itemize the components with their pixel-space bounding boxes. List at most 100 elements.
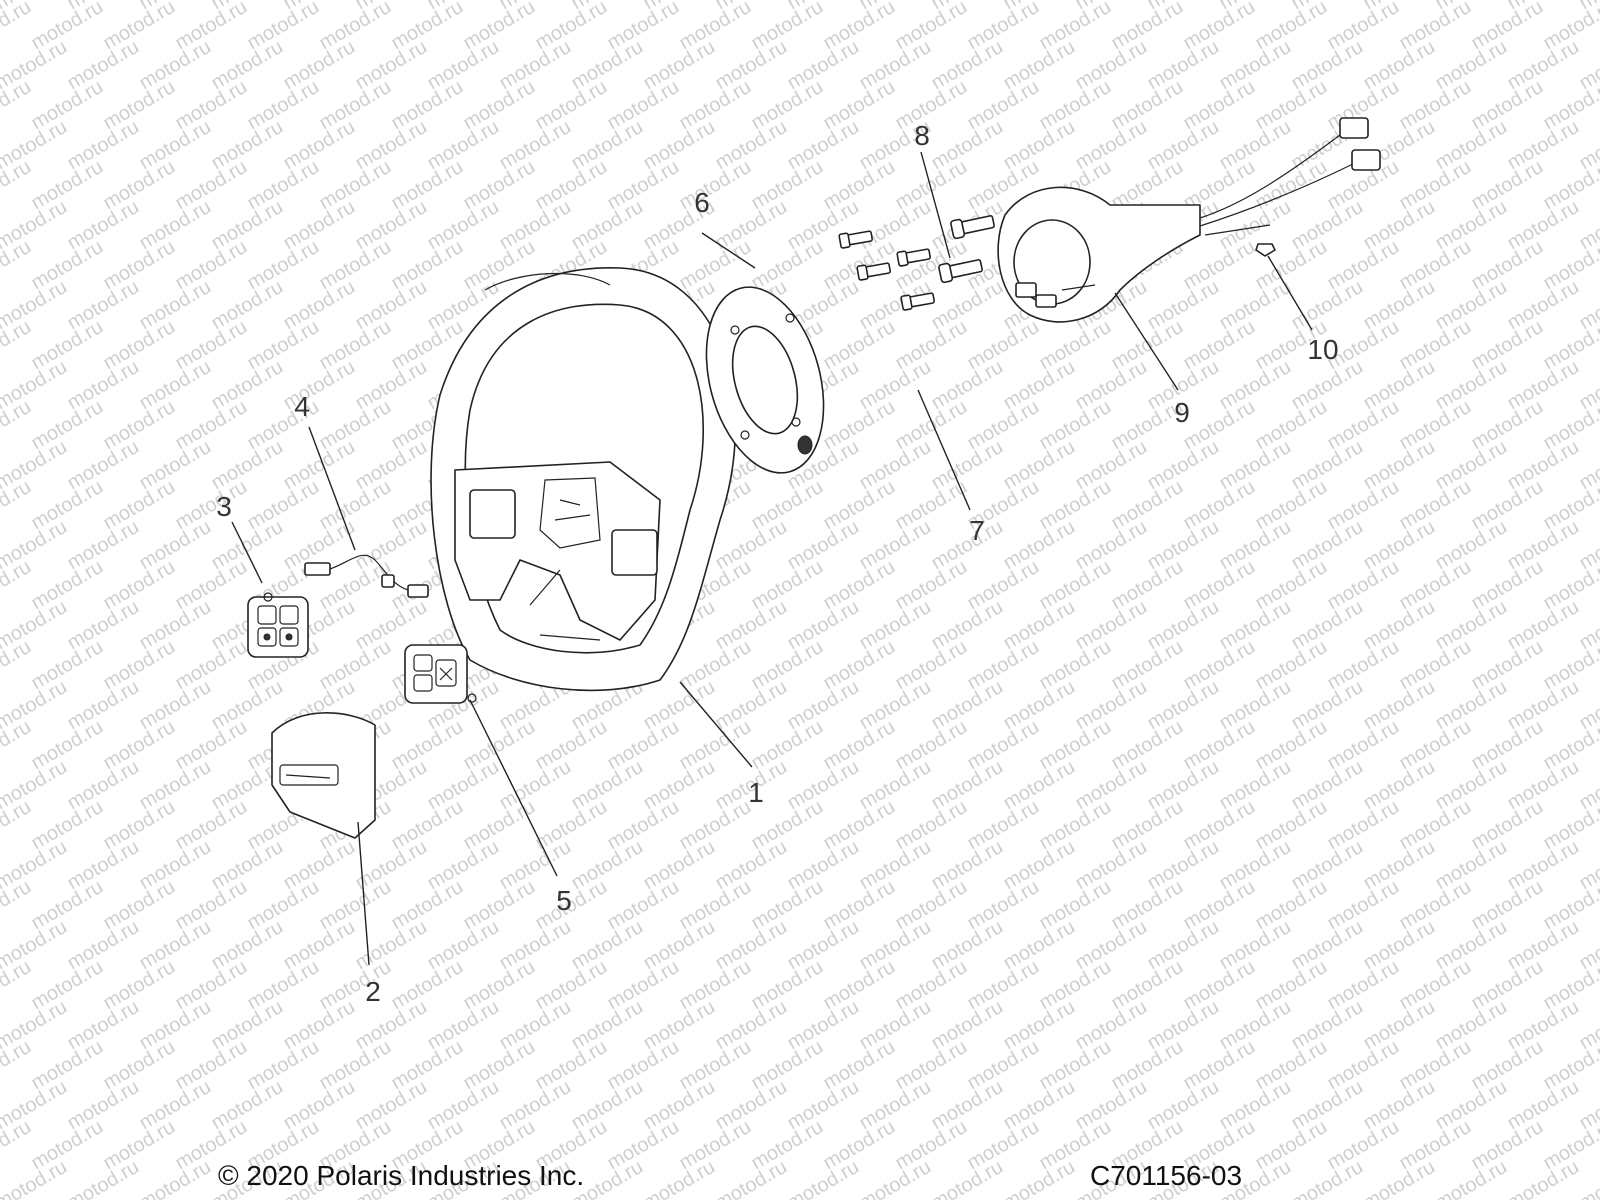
watermark-text: motod.ru (1504, 996, 1583, 1055)
watermark-text: motod.ru (1216, 676, 1295, 735)
watermark-text: motod.ru (1504, 196, 1583, 255)
watermark-text: motod.ru (1288, 916, 1367, 975)
watermark-text: motod.ru (964, 636, 1043, 695)
watermark-text: motod.ru (1180, 0, 1259, 54)
watermark-text: motod.ru (100, 316, 179, 375)
watermark-text: motod.ru (820, 0, 899, 54)
watermark-text: motod.ru (1288, 756, 1367, 815)
watermark-text: motod.ru (1000, 756, 1079, 815)
watermark-text: motod.ru (1144, 1076, 1223, 1135)
watermark-text: motod.ru (856, 916, 935, 975)
watermark-text: motod.ru (316, 236, 395, 295)
watermark-text: motod.ru (28, 0, 107, 54)
watermark-text: motod.ru (1324, 716, 1403, 775)
watermark-text: motod.ru (1432, 996, 1511, 1055)
watermark-text: motod.ru (496, 36, 575, 95)
part-wire-harness (304, 554, 429, 598)
watermark-text: motod.ru (568, 116, 647, 175)
watermark-text: motod.ru (784, 36, 863, 95)
watermark-text: motod.ru (748, 476, 827, 535)
copyright-notice: © 2020 Polaris Industries Inc. (218, 1160, 585, 1191)
watermark-text: motod.ru (244, 476, 323, 535)
watermark-text: motod.ru (712, 1076, 791, 1135)
watermark-text: motod.ru (352, 276, 431, 335)
part-bolts (938, 215, 995, 284)
watermark-text: motod.ru (136, 516, 215, 575)
watermark-text: motod.ru (1324, 0, 1403, 54)
watermark-text: motod.ru (1468, 556, 1547, 615)
watermark-text: motod.ru (1252, 1036, 1331, 1095)
watermark-text: motod.ru (1504, 756, 1583, 815)
watermark-text: motod.ru (784, 676, 863, 735)
watermark-text: motod.ru (1252, 76, 1331, 135)
watermark-text: motod.ru (892, 0, 971, 54)
watermark-text: motod.ru (892, 876, 971, 935)
watermark-text: motod.ru (460, 876, 539, 935)
watermark-text: motod.ru (1180, 316, 1259, 375)
watermark-text: motod.ru (928, 756, 1007, 815)
watermark-text: motod.ru (1144, 436, 1223, 495)
watermark-text: motod.ru (280, 836, 359, 895)
watermark-text: motod.ru (964, 556, 1043, 615)
watermark-text: motod.ru (1108, 876, 1187, 935)
watermark-text: motod.ru (928, 436, 1007, 495)
watermark-text: motod.ru (136, 116, 215, 175)
watermark-text: motod.ru (1396, 796, 1475, 855)
watermark-text: motod.ru (1180, 76, 1259, 135)
watermark-text: motod.ru (676, 876, 755, 935)
watermark-text: motod.ru (388, 1036, 467, 1095)
part-column-shroud (997, 186, 1201, 323)
watermark-text: motod.ru (1432, 356, 1511, 415)
watermark-text: motod.ru (1468, 316, 1547, 375)
part-spacer-plate (705, 286, 825, 474)
watermark-text: motod.ru (172, 316, 251, 375)
watermark-text: motod.ru (856, 436, 935, 495)
watermark-text: motod.ru (784, 756, 863, 815)
watermark-text: motod.ru (1144, 36, 1223, 95)
watermark-text: motod.ru (856, 516, 935, 575)
watermark-text: motod.ru (1000, 356, 1079, 415)
part-center-cover (271, 712, 376, 839)
watermark-text: motod.ru (136, 596, 215, 655)
watermark-text: motod.ru (1036, 556, 1115, 615)
watermark-text: motod.ru (208, 916, 287, 975)
watermark-text: motod.ru (496, 996, 575, 1055)
watermark-text: motod.ru (1000, 436, 1079, 495)
watermark-text: motod.ru (1468, 156, 1547, 215)
watermark-text: motod.ru (1432, 836, 1511, 895)
watermark-text: motod.ru (1468, 636, 1547, 695)
watermark-text: motod.ru (1468, 76, 1547, 135)
watermark-text: motod.ru (820, 316, 899, 375)
watermark-text: motod.ru (1468, 236, 1547, 295)
watermark-text: motod.ru (1288, 596, 1367, 655)
watermark-text: motod.ru (1468, 716, 1547, 775)
watermark-text: motod.ru (1252, 956, 1331, 1015)
watermark-text: motod.ru (568, 36, 647, 95)
watermark-text: motod.ru (208, 836, 287, 895)
watermark-text: motod.ru (532, 796, 611, 855)
watermark-text: motod.ru (568, 996, 647, 1055)
watermark-text: motod.ru (820, 636, 899, 695)
watermark-text: motod.ru (1180, 796, 1259, 855)
watermark-text: motod.ru (928, 356, 1007, 415)
watermark-text: motod.ru (1396, 1036, 1475, 1095)
watermark-text: motod.ru (1180, 476, 1259, 535)
watermark-text: motod.ru (1036, 636, 1115, 695)
watermark-text: motod.ru (1252, 156, 1331, 215)
part-left-switch (247, 592, 309, 658)
watermark-text: motod.ru (352, 516, 431, 575)
watermark-text: motod.ru (892, 956, 971, 1015)
watermark-text: motod.ru (424, 196, 503, 255)
watermark-text: motod.ru (1036, 76, 1115, 135)
watermark-text: motod.ru (676, 0, 755, 54)
watermark-text: motod.ru (28, 956, 107, 1015)
watermark-text: motod.ru (1432, 276, 1511, 335)
watermark-text: motod.ru (604, 1116, 683, 1175)
watermark-text: motod.ru (1216, 436, 1295, 495)
watermark-text: motod.ru (676, 236, 755, 295)
callout-10: 10 (1307, 334, 1338, 365)
watermark-text: motod.ru (172, 716, 251, 775)
watermark-text: motod.ru (784, 1076, 863, 1135)
watermark-text: motod.ru (136, 276, 215, 335)
watermark-text: motod.ru (64, 276, 143, 335)
